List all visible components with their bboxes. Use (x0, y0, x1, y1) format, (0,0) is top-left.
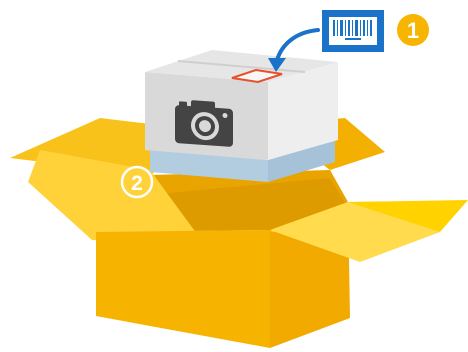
step-badge-2-number: 2 (131, 172, 143, 195)
outer-box-front-face (96, 230, 270, 348)
barcode-label-icon (322, 10, 384, 52)
step-badge-1: 1 (397, 14, 429, 46)
product-box (145, 50, 338, 182)
step-badge-1-number: 1 (407, 18, 419, 43)
